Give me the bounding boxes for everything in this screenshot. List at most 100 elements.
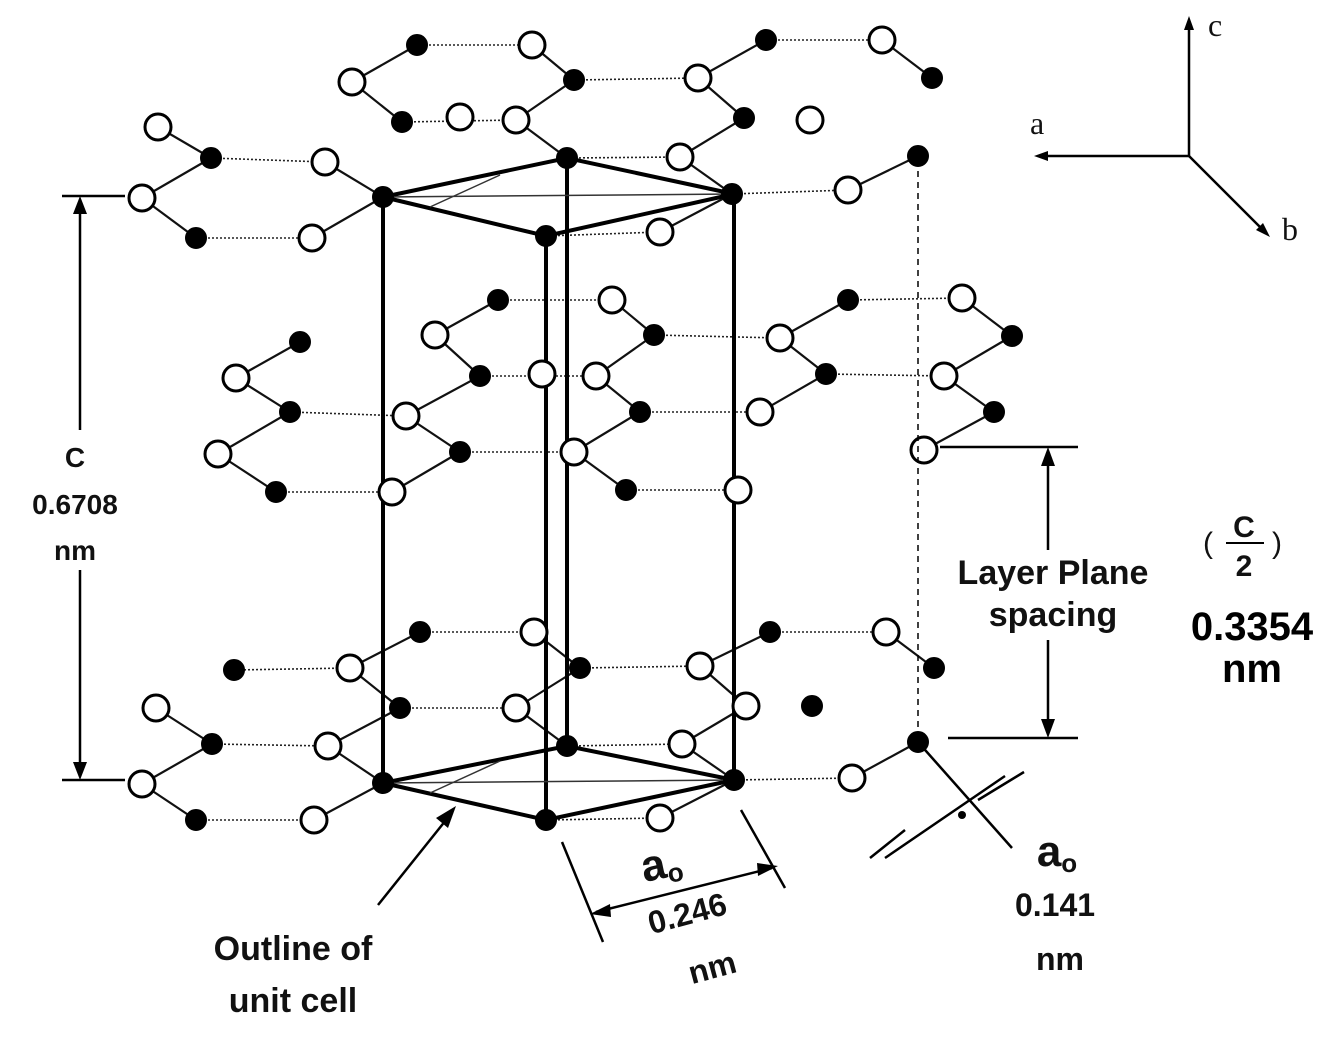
- filled-atom-layer3-17: [535, 809, 557, 831]
- fraction-denominator: 2: [1236, 550, 1253, 583]
- open-atom-layer2-10: [391, 401, 421, 431]
- bond-layer3-16: [566, 743, 683, 747]
- open-atom-layer1-16: [683, 63, 713, 93]
- open-atom-layer2-24: [929, 361, 959, 391]
- bond-layer1-5: [573, 77, 699, 81]
- open-atom-layer2-5: [527, 359, 557, 389]
- filled-atom-layer3-9: [201, 733, 223, 755]
- open-atom-layer3-1: [519, 617, 549, 647]
- layer-spacing-unit: nm: [1222, 647, 1282, 691]
- filled-atom-layer1-20: [556, 147, 578, 169]
- open-atom-layer3-10: [313, 731, 343, 761]
- unit-cell-label-line1: Outline of: [214, 930, 373, 968]
- filled-atom-layer1-14: [755, 29, 777, 51]
- open-atom-layer1-26: [645, 217, 675, 247]
- crystal-axes: [1034, 16, 1270, 237]
- open-atom-layer3-5: [685, 651, 715, 681]
- c-dimension-marker: [62, 194, 125, 782]
- open-atom-layer1-4: [445, 102, 475, 132]
- layer-spacing-value: 0.3354: [1191, 605, 1314, 649]
- filled-atom-layer2-4: [289, 331, 311, 353]
- filled-atom-layer2-23: [815, 363, 837, 385]
- carbon-atoms: [127, 25, 1023, 835]
- filled-atom-layer1-12: [185, 227, 207, 249]
- open-atom-layer1-9: [310, 147, 340, 177]
- filled-atom-layer1-11: [372, 186, 394, 208]
- open-atom-layer2-27: [909, 435, 939, 465]
- open-atom-layer1-21: [665, 142, 695, 172]
- open-atom-layer3-6: [141, 693, 171, 723]
- open-atom-layer2-2: [420, 320, 450, 350]
- filled-atom-layer3-19: [759, 621, 781, 643]
- open-atom-layer2-6: [221, 363, 251, 393]
- layer-spacing-marker: [940, 445, 1078, 740]
- fraction-paren-close: ): [1272, 527, 1282, 560]
- filled-atom-layer1-19: [733, 107, 755, 129]
- open-atom-layer2-18: [723, 475, 753, 505]
- open-atom-layer3-23: [731, 691, 761, 721]
- a0-cell-value: 0.246: [644, 886, 731, 941]
- filled-atom-layer1-25: [535, 225, 557, 247]
- bond-layer1-25: [545, 231, 661, 237]
- unit-cell-label-line2: unit cell: [229, 982, 357, 1020]
- bond-layer3-22: [545, 817, 661, 821]
- a0-bond-symbol: ao: [1037, 827, 1077, 878]
- bond-layer2-11: [289, 411, 407, 417]
- filled-atom-layer3-0: [409, 621, 431, 643]
- filled-atom-layer3-3: [569, 657, 591, 679]
- open-atom-layer1-24: [833, 175, 863, 205]
- open-atom-layer3-16: [299, 805, 329, 835]
- a0-cell-symbol: ao: [636, 836, 686, 894]
- unit-cell-outline: [381, 155, 736, 823]
- open-atom-layer1-15: [867, 25, 897, 55]
- open-atom-layer2-1: [597, 285, 627, 315]
- open-atom-layer1-13: [297, 223, 327, 253]
- c-dimension-unit: nm: [54, 535, 96, 566]
- fraction-paren-open: (: [1203, 527, 1213, 560]
- bond-layer2-27: [825, 373, 945, 377]
- filled-atom-layer3-7: [389, 697, 411, 719]
- filled-atom-layer2-13: [449, 441, 471, 463]
- filled-atom-layer1-0: [406, 34, 428, 56]
- open-atom-layer3-13: [127, 769, 157, 799]
- open-atom-layer1-2: [337, 67, 367, 97]
- filled-atom-layer2-15: [265, 481, 287, 503]
- filled-atom-layer3-22: [801, 695, 823, 717]
- filled-atom-layer2-7: [469, 365, 491, 387]
- bond-layer3-13: [211, 743, 329, 747]
- open-atom-layer2-8: [581, 361, 611, 391]
- bond-layer3-5: [579, 665, 701, 669]
- open-atom-layer2-12: [203, 439, 233, 469]
- filled-atom-layer1-3: [563, 69, 585, 91]
- open-atom-layer3-20: [871, 617, 901, 647]
- filled-atom-layer3-25: [723, 769, 745, 791]
- a0-cell-unit: nm: [684, 944, 740, 991]
- c-dimension-symbol: C: [65, 442, 85, 473]
- open-atom-layer2-14: [559, 437, 589, 467]
- bond-layer2-5: [653, 334, 781, 339]
- layer-spacing-label-line1: Layer Plane: [958, 554, 1149, 592]
- bond-layer1-23: [731, 189, 849, 195]
- open-atom-layer1-1: [517, 30, 547, 60]
- axis-a-label: a: [1030, 105, 1044, 141]
- open-atom-layer1-10: [127, 183, 157, 213]
- bond-layer1-20: [566, 156, 681, 159]
- filled-atom-layer1-8: [200, 147, 222, 169]
- a0-bond-dimension-marker: [869, 741, 1025, 860]
- open-atom-layer2-16: [377, 477, 407, 507]
- filled-atom-layer2-9: [279, 401, 301, 423]
- filled-atom-layer2-19: [837, 289, 859, 311]
- bond-layer2-22: [847, 297, 963, 301]
- filled-atom-layer3-14: [372, 772, 394, 794]
- filled-atom-layer2-0: [487, 289, 509, 311]
- open-atom-layer2-25: [745, 397, 775, 427]
- open-atom-layer3-12: [667, 729, 697, 759]
- filled-atom-layer3-4: [223, 659, 245, 681]
- bond-layer3-3: [233, 667, 351, 671]
- open-atom-layer1-7: [501, 105, 531, 135]
- open-atom-layer3-26: [837, 763, 867, 793]
- filled-atom-layer1-23: [721, 183, 743, 205]
- open-atom-layer2-21: [765, 323, 795, 353]
- filled-atom-layer1-6: [391, 111, 413, 133]
